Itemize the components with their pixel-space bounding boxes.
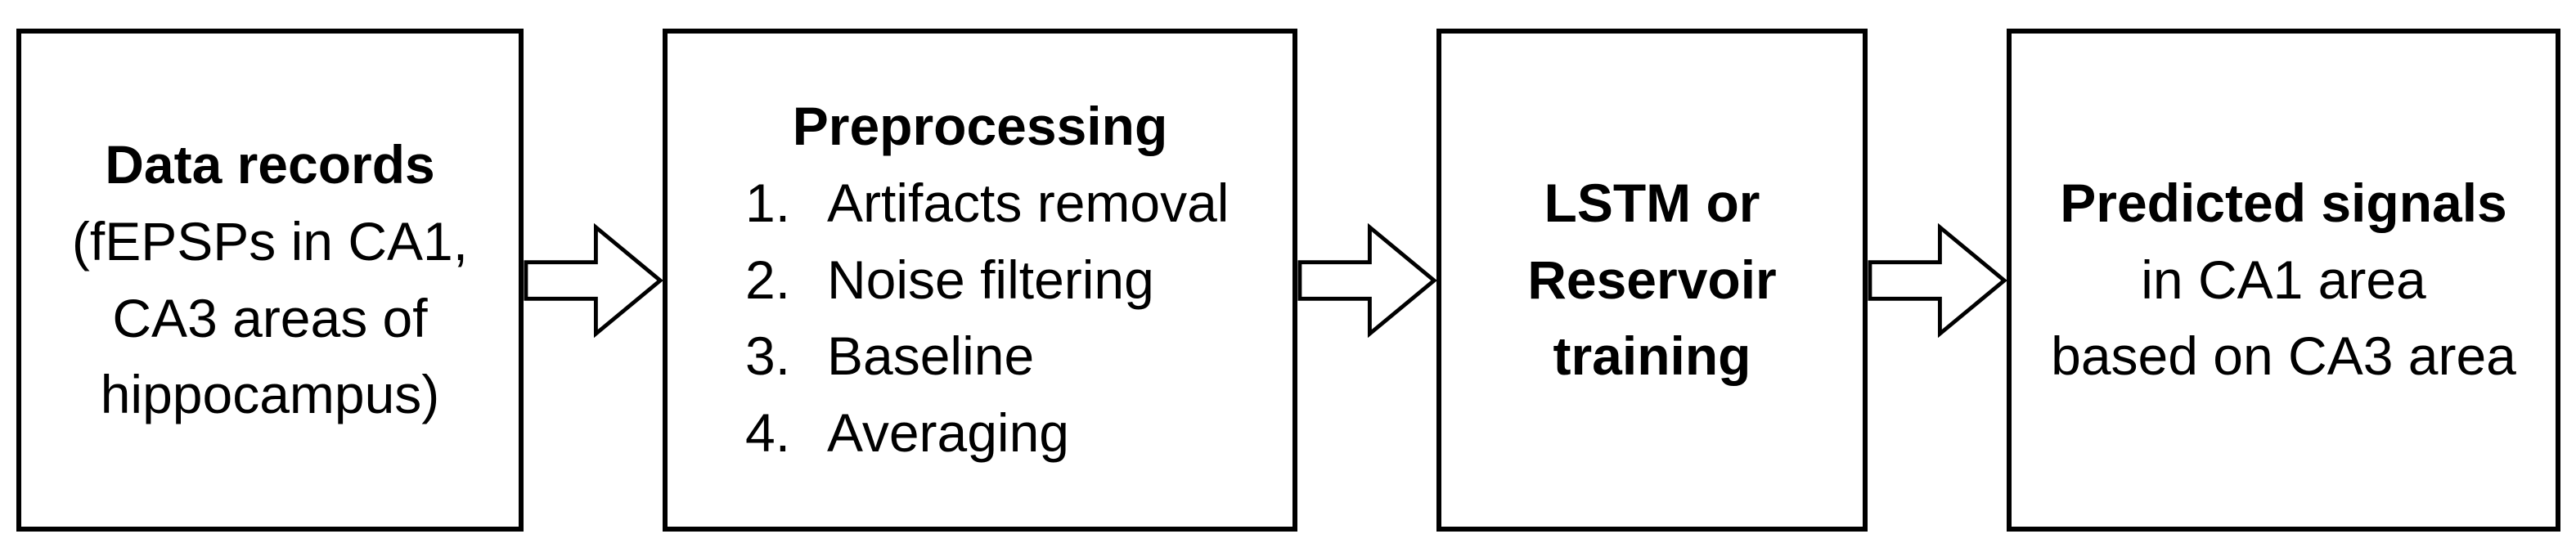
box-preprocessing: Preprocessing 1. Artifacts removal 2. No…	[663, 29, 1297, 532]
list-item-label: Noise filtering	[827, 249, 1154, 310]
box-line: hippocampus)	[100, 364, 440, 425]
list-item: 1. Artifacts removal	[745, 165, 1292, 242]
box-title: Data records	[105, 134, 435, 195]
list-item: 2. Noise filtering	[745, 242, 1292, 319]
list-item: 3. Baseline	[745, 318, 1292, 395]
arrow-right-icon	[1297, 222, 1436, 338]
box-line: in CA1 area	[2141, 249, 2426, 310]
arrow-right-icon	[524, 222, 663, 338]
preprocessing-steps-list: 1. Artifacts removal 2. Noise filtering …	[668, 165, 1292, 472]
list-item-number: 4.	[745, 402, 791, 464]
box-line: training	[1553, 325, 1751, 387]
list-item-label: Averaging	[827, 402, 1070, 464]
list-item-label: Artifacts removal	[827, 172, 1230, 233]
arrow-right-icon	[1868, 222, 2007, 338]
box-line: (fEPSPs in CA1,	[71, 210, 469, 272]
box-data-records: Data records (fEPSPs in CA1, CA3 areas o…	[16, 29, 524, 532]
box-predicted-signals: Predicted signals in CA1 area based on C…	[2007, 29, 2560, 532]
box-title: Preprocessing	[792, 96, 1168, 157]
list-item-number: 2.	[745, 249, 791, 310]
box-line: based on CA3 area	[2051, 325, 2516, 387]
box-line: LSTM or	[1544, 172, 1760, 233]
list-item-number: 3.	[745, 325, 791, 387]
list-item-label: Baseline	[827, 325, 1035, 387]
list-item-number: 1.	[745, 172, 791, 233]
box-title: Predicted signals	[2060, 172, 2507, 233]
list-item: 4. Averaging	[745, 395, 1292, 472]
box-line: Reservoir	[1527, 249, 1777, 310]
box-training: LSTM or Reservoir training	[1436, 29, 1868, 532]
box-line: CA3 areas of	[112, 287, 428, 348]
